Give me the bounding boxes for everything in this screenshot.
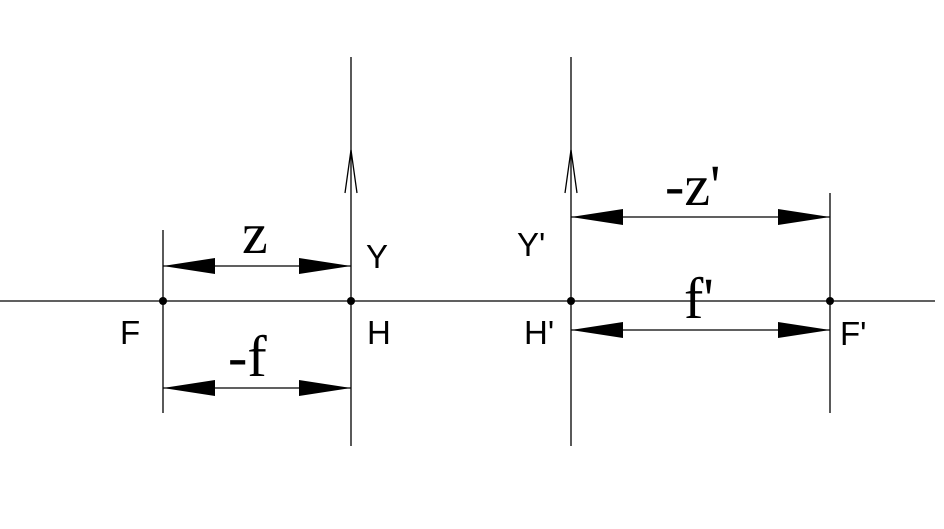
label-f-prime: F'	[840, 315, 866, 352]
label-h: H	[367, 314, 391, 351]
label-f: F	[120, 314, 140, 351]
label-h-prime: H'	[524, 314, 554, 351]
dimension-neg-f	[163, 380, 351, 396]
y-prime-axis-arrowhead	[564, 149, 578, 194]
label-neg-f: -f	[228, 324, 267, 389]
y-axis-arrowhead	[344, 149, 358, 194]
label-f-prime-dim: f'	[684, 266, 714, 331]
dimension-f-prime	[571, 322, 830, 338]
point-h	[347, 297, 355, 305]
point-f-prime	[826, 297, 834, 305]
label-y: Y	[366, 238, 388, 275]
label-z: z	[242, 201, 268, 266]
label-y-prime: Y'	[517, 226, 545, 263]
dimension-z	[163, 258, 351, 274]
dimension-neg-z-prime	[571, 209, 830, 225]
point-f	[159, 297, 167, 305]
label-neg-z-prime: -z'	[665, 153, 721, 218]
point-h-prime	[567, 297, 575, 305]
